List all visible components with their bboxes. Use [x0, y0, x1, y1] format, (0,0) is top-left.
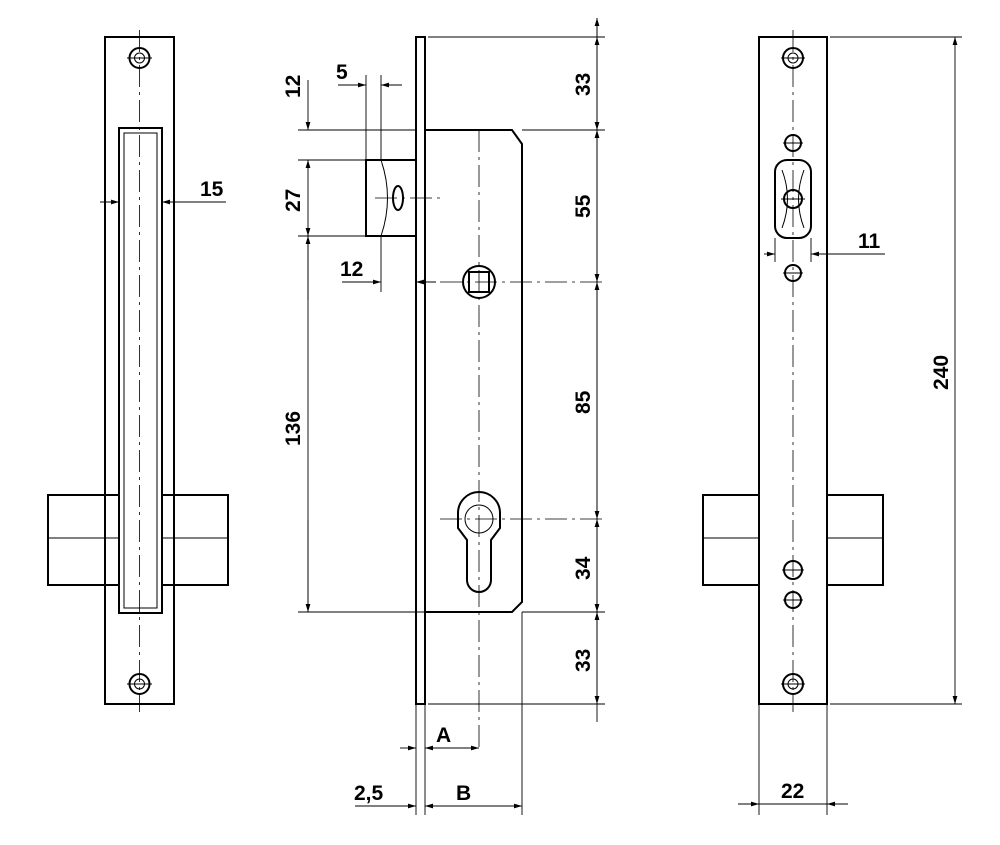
middle-view: 33 55 85 34 33 12 27 136 5 12 — [282, 18, 605, 815]
dim-width-11: 11 — [858, 230, 881, 253]
right-bottom-screw-icon — [781, 673, 805, 695]
dim-bottom-33: 33 — [572, 649, 595, 672]
middle-faceplate — [415, 36, 426, 705]
right-latch-icon — [774, 159, 812, 239]
lock-case — [425, 129, 523, 613]
dim-section-55: 55 — [572, 194, 595, 218]
left-view: 15 — [47, 30, 229, 712]
cylinder-hole-icon — [457, 491, 501, 593]
right-lower-hole-2-icon — [783, 591, 803, 609]
right-lower-hole-1-icon — [782, 560, 804, 580]
dim-section-85: 85 — [572, 390, 595, 414]
left-bottom-screw-icon — [127, 673, 152, 695]
right-upper-hole-icon — [783, 134, 803, 152]
dim-bolt-height-27: 27 — [282, 189, 305, 212]
latch-bolt — [365, 159, 417, 237]
right-top-screw-icon — [781, 47, 805, 69]
dim-faceplate-22: 22 — [781, 780, 804, 803]
dim-height-136: 136 — [282, 411, 305, 446]
dim-faceplate-2-5: 2,5 — [354, 782, 384, 805]
right-view: 11 240 22 — [702, 30, 962, 815]
dim-section-34: 34 — [572, 556, 595, 580]
dim-bolt-offset-5: 5 — [336, 61, 348, 84]
left-top-screw-icon — [127, 47, 152, 69]
right-middle-hole-icon — [783, 264, 803, 282]
dim-top-33: 33 — [572, 73, 595, 96]
left-bolt-channel — [118, 127, 163, 614]
dim-bolt-projection-12: 12 — [340, 258, 363, 281]
dim-label-b: B — [456, 782, 471, 805]
dim-total-240: 240 — [930, 355, 953, 390]
dim-width-15: 15 — [200, 178, 224, 201]
dim-top-gap-12: 12 — [282, 75, 305, 98]
dim-label-a: A — [436, 724, 451, 747]
